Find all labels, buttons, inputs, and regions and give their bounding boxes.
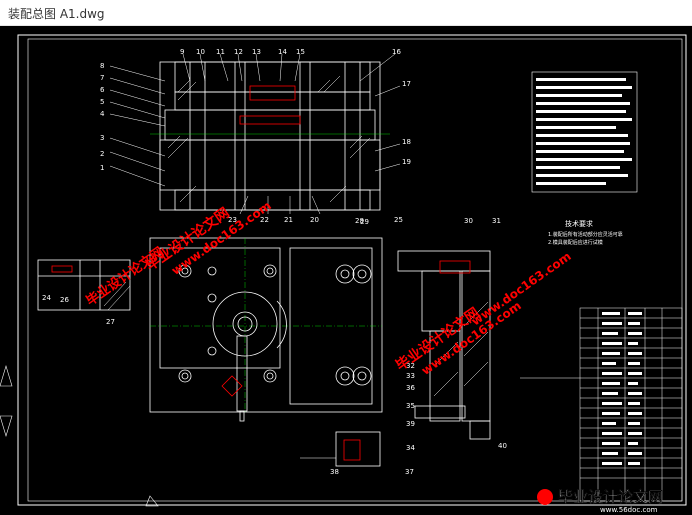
label-24: 24 (42, 294, 51, 302)
label-40: 40 (498, 442, 507, 450)
tech-notes-block: 技术要求 1.装配后所有活动部分应灵活可靠 2.模具装配后应进行试模 (531, 71, 638, 246)
label-12: 12 (234, 48, 243, 56)
label-11: 11 (216, 48, 225, 56)
top-section-view (109, 53, 401, 215)
label-22: 22 (260, 216, 269, 224)
label-36: 36 (406, 384, 415, 392)
label-35: 35 (406, 402, 415, 410)
label-14: 14 (278, 48, 287, 56)
bom-title-block (579, 307, 683, 502)
watermark-2: 毕业设计论文网 (83, 244, 167, 309)
drawing-inner-frame (27, 38, 683, 502)
label-4: 4 (100, 110, 105, 118)
label-27: 27 (106, 318, 115, 326)
label-20: 19 (402, 158, 411, 166)
label-2: 2 (100, 150, 104, 158)
label-17: 17 (402, 80, 411, 88)
label-38: 38 (330, 468, 339, 476)
label-7: 7 (100, 74, 104, 82)
right-section-view (397, 250, 580, 440)
label-39: 39 (406, 420, 415, 428)
footer-site-text: www.56doc.com (600, 506, 658, 514)
label-30: 30 (464, 217, 473, 225)
label-21: 20 (310, 216, 319, 224)
label-15: 15 (296, 48, 305, 56)
cad-drawing: 9 10 11 12 13 14 15 16 17 18 19 20 21 22… (0, 34, 687, 514)
plan-view (149, 237, 383, 422)
label-28: 28 (355, 217, 364, 225)
tech-line-2: 2.模具装配后应进行试模 (548, 239, 603, 246)
tech-requirements-title: 技术要求 (565, 219, 593, 228)
label-10: 10 (196, 48, 205, 56)
watermark-brand-2: 毕业设计论文网 (83, 244, 167, 309)
corner-marks (0, 364, 159, 507)
watermark-site-4: www.doc163.com (469, 249, 574, 328)
label-25: 25 (394, 216, 403, 224)
label-3: 3 (100, 134, 104, 142)
label-26: 26 (60, 296, 69, 304)
footer-watermark: 毕业设计论文网 www.56doc.com (537, 488, 663, 514)
label-37: 37 (405, 468, 414, 476)
label-33: 33 (406, 372, 415, 380)
drawing-frame (17, 34, 687, 506)
label-32: 32 (406, 362, 415, 370)
label-1: 1 (100, 164, 104, 172)
label-9: 9 (180, 48, 184, 56)
label-8: 8 (100, 62, 104, 70)
part-labels: 24 25 26 27 28 29 30 31 32 33 34 35 36 3… (42, 216, 507, 476)
cad-drawing-canvas[interactable]: 9 10 11 12 13 14 15 16 17 18 19 20 21 22… (0, 26, 692, 515)
label-6: 6 (100, 86, 105, 94)
watermark-4: www.doc163.com (469, 249, 574, 328)
window-titlebar: 装配总图 A1.dwg (0, 0, 692, 26)
top-view-labels: 9 10 11 12 13 14 15 16 17 18 19 20 21 22… (100, 48, 411, 224)
label-18: 21 (284, 216, 293, 224)
tech-line-1: 1.装配后所有活动部分应灵活可靠 (548, 231, 623, 238)
label-19: 18 (402, 138, 411, 146)
label-23: 23 (228, 216, 237, 224)
label-13: 13 (252, 48, 261, 56)
label-16: 16 (392, 48, 401, 56)
bottom-detail-view (300, 431, 381, 467)
label-29: 29 (360, 218, 369, 226)
left-detail-view (37, 259, 131, 311)
footer-brand-text: 毕业设计论文网 (558, 488, 663, 506)
window-title: 装配总图 A1.dwg (8, 7, 105, 21)
label-34: 34 (406, 444, 415, 452)
label-31: 31 (492, 217, 501, 225)
label-5: 5 (100, 98, 104, 106)
